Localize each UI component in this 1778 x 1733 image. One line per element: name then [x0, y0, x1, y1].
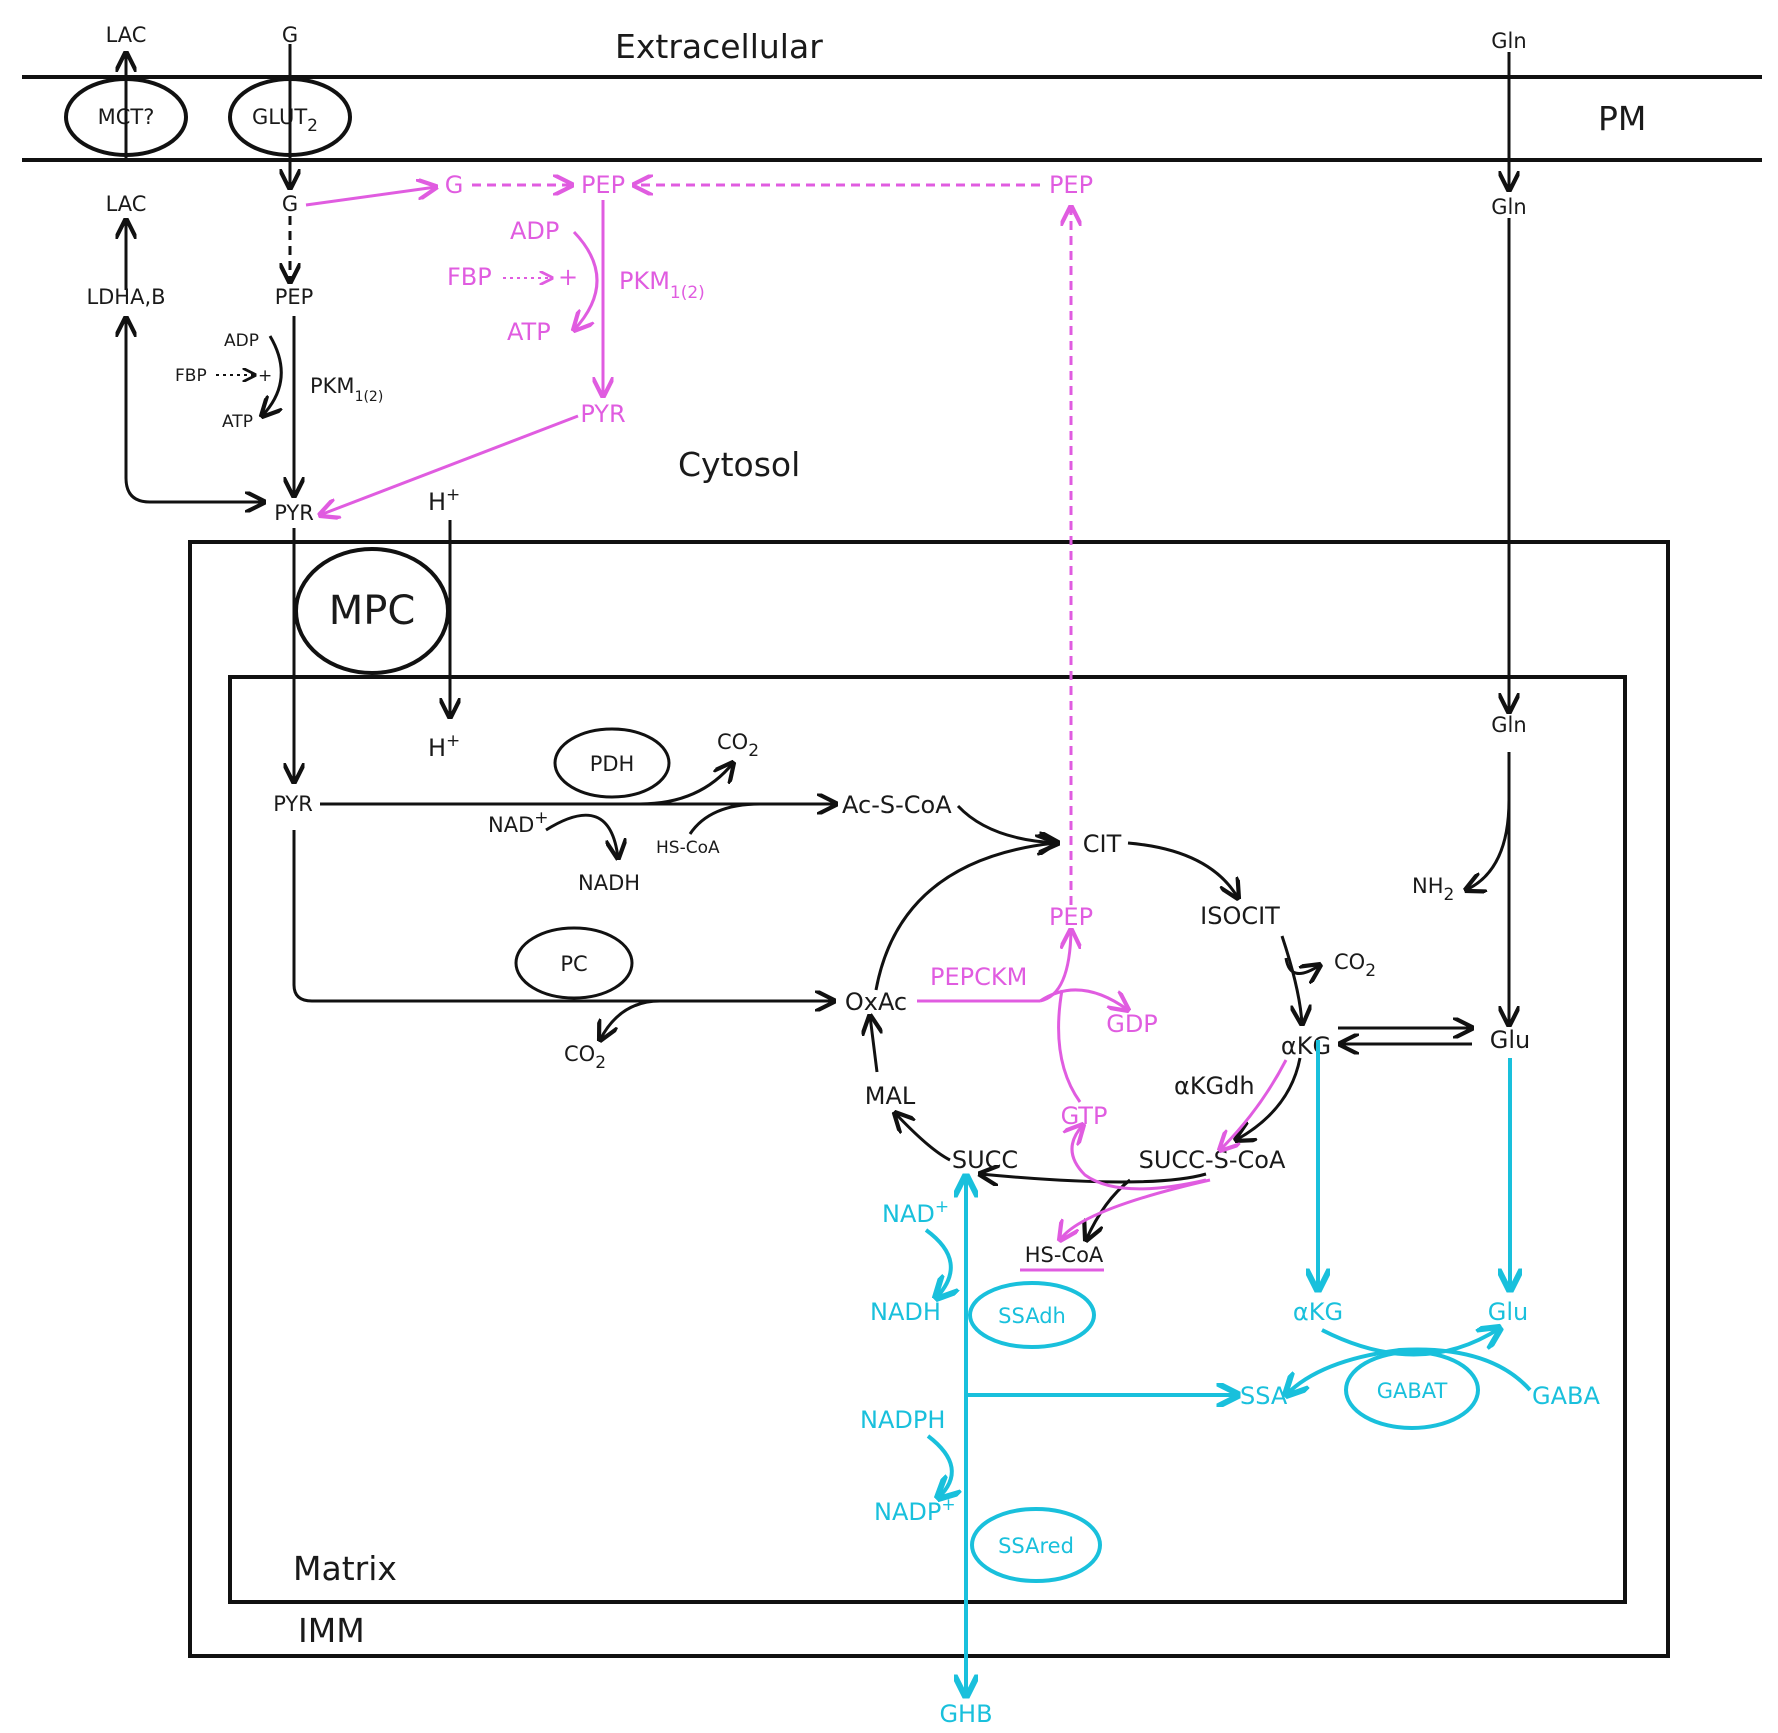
label-matrix: Matrix — [293, 1549, 397, 1588]
succ-s-coa: SUCC-S-CoA — [1139, 1146, 1286, 1174]
glu-cyan: Glu — [1488, 1298, 1528, 1326]
cit: CIT — [1083, 830, 1122, 858]
nad-cyan: NAD+ — [882, 1197, 949, 1228]
pyr-cytosol: PYR — [274, 501, 314, 525]
co2-isocit: CO2 — [1334, 950, 1376, 981]
adp-magenta: ADP — [510, 217, 559, 245]
ssadh-label: SSAdh — [998, 1304, 1066, 1328]
glut2-label: GLUT2 — [252, 105, 318, 136]
pyr-magenta: PYR — [580, 400, 625, 428]
gaba: GABA — [1532, 1382, 1600, 1410]
label-imm: IMM — [298, 1611, 365, 1650]
nadh-matrix: NADH — [578, 871, 640, 895]
akgdh: αKGdh — [1174, 1072, 1255, 1100]
ssadh-enzyme — [968, 1281, 1096, 1349]
pep-magenta-right: PEP — [1049, 171, 1093, 199]
isocit: ISOCIT — [1200, 902, 1280, 930]
pc-enzyme — [514, 926, 634, 1000]
lac-cytosol: LAC — [106, 192, 147, 216]
g-magenta: G — [445, 171, 464, 199]
gdp: GDP — [1106, 1010, 1158, 1038]
gabat-label: GABAT — [1377, 1379, 1448, 1403]
nh2-label: NH2 — [1412, 874, 1454, 905]
plus-magenta: + — [558, 263, 578, 291]
mal: MAL — [865, 1082, 916, 1110]
akg-cyan: αKG — [1293, 1298, 1343, 1326]
oxac: OxAc — [845, 988, 907, 1016]
glu-black: Glu — [1490, 1026, 1530, 1054]
hscoa-pdh: HS-CoA — [656, 838, 720, 858]
pkm-black: PKM1(2) — [310, 374, 383, 405]
gln-extracellular: Gln — [1491, 29, 1526, 53]
pdh-label: PDH — [590, 752, 635, 776]
plus-black: + — [258, 366, 272, 386]
ssared-enzyme — [970, 1507, 1102, 1583]
akg-black: αKG — [1281, 1032, 1331, 1060]
ssared-label: SSAred — [998, 1534, 1074, 1558]
nadph-cyan: NADPH — [860, 1406, 945, 1434]
label-pm: PM — [1598, 99, 1646, 138]
co2-pc: CO2 — [564, 1042, 606, 1073]
pepckm-reactions — [917, 930, 1288, 1240]
pkm-magenta: PKM1(2) — [619, 267, 705, 303]
pyr-matrix: PYR — [273, 792, 313, 816]
gaba-shunt — [924, 1040, 1532, 1696]
membranes — [22, 75, 1762, 1658]
ghb: GHB — [939, 1700, 992, 1728]
tca-cycle — [870, 843, 1472, 1240]
g-extracellular: G — [282, 23, 298, 47]
pepckm-enzyme: PEPCKM — [930, 963, 1027, 991]
gln-matrix: Gln — [1491, 713, 1526, 737]
pep-cytosol: PEP — [275, 285, 314, 309]
gabat-enzyme — [1344, 1350, 1480, 1430]
nad-matrix: NAD+ — [488, 808, 549, 837]
gln-cytosol: Gln — [1491, 195, 1526, 219]
lac-extracellular: LAC — [106, 23, 147, 47]
adp-black: ADP — [224, 331, 259, 351]
pdh-enzyme — [553, 727, 671, 799]
nadp-cyan: NADP+ — [874, 1495, 956, 1526]
nadh-cyan: NADH — [870, 1298, 941, 1326]
gtp: GTP — [1061, 1102, 1108, 1130]
mpc-transporter — [294, 547, 450, 675]
matrix-box — [228, 675, 1627, 1604]
mpc-label: MPC — [329, 588, 416, 634]
fbp-black: FBP — [175, 366, 207, 386]
h-cytosol: H+ — [428, 485, 460, 516]
g-cytosol: G — [282, 192, 298, 216]
hscoa-succ: HS-CoA — [1025, 1243, 1104, 1267]
pep-magenta: PEP — [581, 171, 625, 199]
h-matrix: H+ — [428, 731, 460, 762]
acscoa: Ac-S-CoA — [842, 791, 952, 819]
ldha-enzyme: LDHA,B — [86, 285, 165, 309]
magenta-glycolysis — [305, 185, 1071, 905]
inner-mitochondrial-membrane — [188, 540, 1670, 1658]
co2-pdh: CO2 — [717, 730, 759, 761]
atp-black: ATP — [222, 412, 253, 432]
black-glycolysis — [126, 44, 294, 502]
pc-label: PC — [560, 952, 587, 976]
fbp-magenta: FBP — [447, 263, 492, 291]
succ: SUCC — [952, 1146, 1018, 1174]
label-cytosol: Cytosol — [678, 445, 800, 484]
label-extracellular: Extracellular — [615, 27, 823, 66]
pep-matrix: PEP — [1049, 903, 1093, 931]
atp-magenta: ATP — [507, 318, 551, 346]
ssa: SSA — [1240, 1382, 1288, 1410]
